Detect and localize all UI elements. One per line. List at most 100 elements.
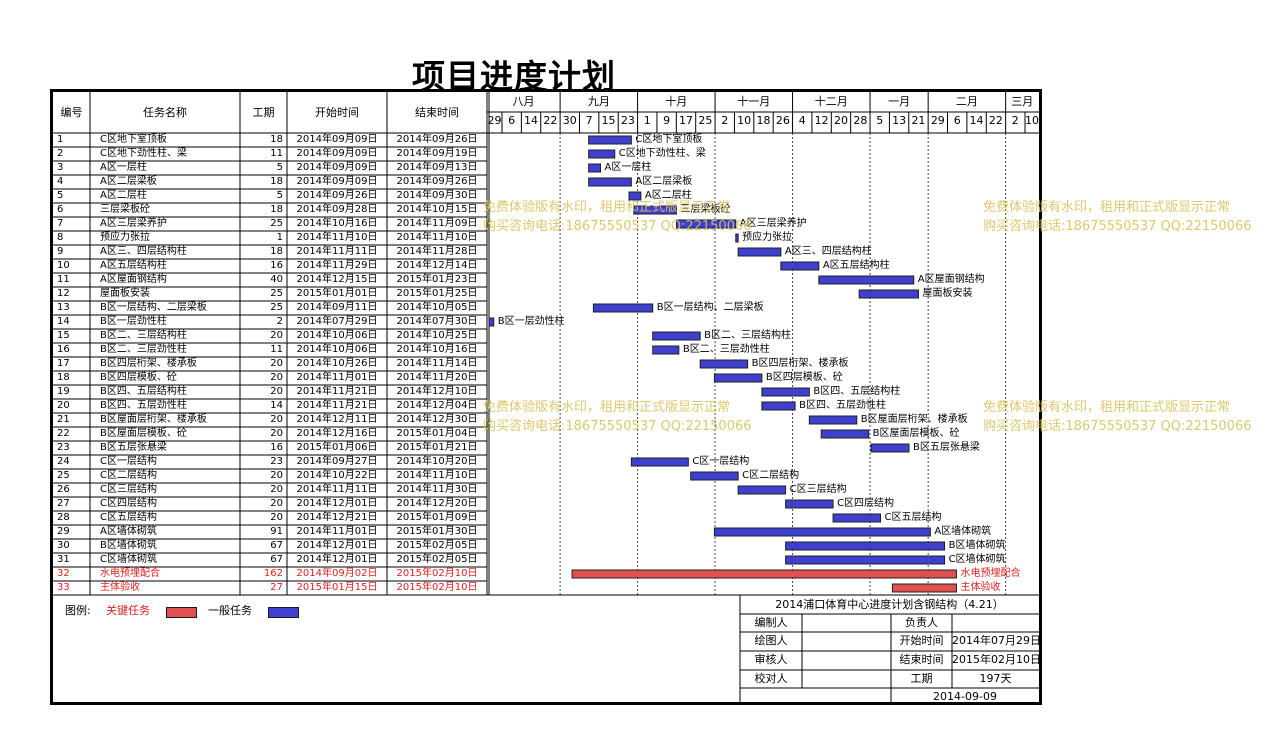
task-bar[interactable]	[780, 261, 820, 271]
task-start: 2014年11月10日	[296, 232, 378, 243]
task-name: B区墙体砌筑	[100, 540, 157, 551]
week-label: 26	[775, 114, 790, 127]
task-id: 12	[57, 288, 70, 299]
task-bar[interactable]	[588, 163, 602, 173]
task-bar[interactable]	[808, 415, 858, 425]
task-bar[interactable]	[737, 485, 787, 495]
task-duration: 20	[270, 372, 283, 383]
task-duration: 11	[270, 344, 283, 355]
task-end: 2014年11月14日	[396, 358, 478, 369]
week-label: 12	[814, 114, 829, 127]
task-end: 2014年10月20日	[396, 456, 478, 467]
task-bar-label: A区五层结构柱	[822, 260, 890, 271]
task-start: 2014年11月29日	[296, 260, 378, 271]
task-start: 2014年09月09日	[296, 176, 378, 187]
task-bar-label: C区地下劲性柱、梁	[618, 148, 706, 159]
task-start: 2014年12月01日	[296, 540, 378, 551]
task-end: 2015年01月23日	[396, 274, 478, 285]
task-duration: 162	[263, 568, 283, 579]
task-bar-label: C区墙体砌筑	[948, 554, 1006, 565]
task-name: 预应力张拉	[100, 232, 150, 243]
task-name: 三层梁板砼	[100, 204, 150, 215]
week-label: 30	[562, 114, 577, 127]
task-start: 2014年09月28日	[296, 204, 378, 215]
task-bar[interactable]	[699, 359, 749, 369]
task-name: C区墙体砌筑	[100, 554, 157, 565]
legend-label: 图例:	[65, 604, 91, 617]
task-end: 2014年12月10日	[396, 386, 478, 397]
task-bar-label: A区二层梁板	[635, 176, 693, 187]
week-label: 6	[953, 114, 961, 127]
task-duration: 1	[276, 232, 283, 243]
task-id: 33	[57, 582, 70, 593]
task-bar[interactable]	[588, 135, 632, 145]
task-bar[interactable]	[630, 457, 689, 467]
task-duration: 20	[270, 484, 283, 495]
task-bar[interactable]	[713, 373, 763, 383]
task-id: 7	[57, 218, 64, 229]
task-bar[interactable]	[571, 569, 957, 579]
task-bar[interactable]	[628, 191, 642, 201]
task-duration: 18	[270, 246, 283, 257]
task-bar[interactable]	[785, 555, 946, 565]
task-duration: 20	[270, 470, 283, 481]
task-bar[interactable]	[675, 219, 737, 229]
task-bar[interactable]	[690, 471, 739, 481]
column-header-end: 结束时间	[415, 106, 459, 119]
task-bar[interactable]	[652, 331, 701, 341]
task-start: 2014年12月16日	[296, 428, 378, 439]
task-bar[interactable]	[761, 401, 796, 411]
task-start: 2014年12月01日	[296, 498, 378, 509]
task-bar-label: 三层梁板砼	[680, 204, 731, 215]
task-duration: 25	[270, 288, 283, 299]
watermark-line: 免费体验版有水印，租用和正式版显示正常	[483, 200, 731, 215]
week-label: 6	[508, 114, 516, 127]
task-bar[interactable]	[891, 583, 957, 593]
task-name: A区三、四层结构柱	[100, 246, 187, 257]
task-bar[interactable]	[633, 205, 677, 215]
task-end: 2015年01月25日	[396, 288, 478, 299]
task-bar[interactable]	[785, 541, 946, 551]
week-label: 7	[585, 114, 593, 127]
task-bar[interactable]	[588, 177, 632, 187]
task-start: 2014年12月21日	[296, 512, 378, 523]
week-label: 23	[620, 114, 635, 127]
task-id: 29	[57, 526, 70, 537]
task-bar[interactable]	[735, 233, 739, 243]
task-id: 16	[57, 344, 70, 355]
task-bar[interactable]	[785, 499, 834, 509]
task-duration: 25	[270, 218, 283, 229]
task-bar[interactable]	[818, 275, 915, 285]
column-header-id: 编号	[60, 106, 83, 119]
task-bar[interactable]	[832, 513, 882, 523]
task-bar[interactable]	[588, 149, 616, 159]
task-start: 2014年11月21日	[296, 400, 378, 411]
task-name: 水电预埋配合	[100, 568, 160, 579]
task-start: 2014年11月01日	[296, 526, 378, 537]
task-end: 2014年11月10日	[396, 470, 478, 481]
task-name: A区五层结构柱	[100, 260, 167, 271]
task-bar[interactable]	[488, 317, 495, 327]
task-end: 2014年10月15日	[396, 204, 478, 215]
task-id: 8	[57, 232, 64, 243]
task-bar-label: A区一层柱	[604, 162, 652, 173]
task-bar[interactable]	[652, 345, 680, 355]
task-bar[interactable]	[761, 387, 810, 397]
task-name: B区五层张悬梁	[100, 442, 167, 453]
task-start: 2014年10月26日	[296, 358, 378, 369]
task-bar[interactable]	[592, 303, 654, 313]
task-id: 18	[57, 372, 70, 383]
task-bar[interactable]	[713, 527, 931, 537]
week-label: 28	[853, 114, 868, 127]
task-bar[interactable]	[737, 247, 782, 257]
task-bar[interactable]	[858, 289, 919, 299]
task-bar[interactable]	[870, 443, 910, 453]
info-end-label: 结束时间	[899, 653, 944, 666]
task-duration: 25	[270, 302, 283, 313]
task-name: A区三层梁养护	[100, 218, 167, 229]
task-start: 2014年09月09日	[296, 148, 378, 159]
task-bar[interactable]	[820, 429, 870, 439]
task-name: B区四层桁架、楼承板	[100, 358, 197, 369]
task-end: 2014年12月30日	[396, 414, 478, 425]
